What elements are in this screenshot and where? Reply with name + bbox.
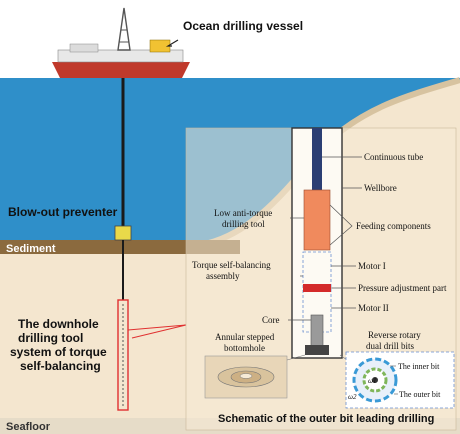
outer-bit-label: The outer bit [399,390,441,399]
bop-label: Blow-out preventer [8,205,118,219]
reverse-label-2: dual drill bits [366,341,414,351]
annular-label-2: bottomhole [224,343,265,353]
low-torque-label-2: drilling tool [222,219,265,229]
inner-bit-label: The inner bit [398,362,440,371]
motor2-label: Motor II [358,303,389,313]
continuous-tube-label: Continuous tube [364,152,423,162]
torque-assembly-label-2: assembly [206,271,240,281]
core-label: Core [262,315,280,325]
torque-assembly-label-1: Torque self-balancing [192,260,271,270]
omega2-label: ω2 [348,393,357,401]
wellbore-label: Wellbore [364,183,397,193]
omega1-label: ω1 [368,377,376,385]
motor1-label: Motor I [358,261,386,271]
low-torque-label-1: Low anti-torque [214,208,272,218]
downhole-label-1: The downhole [18,317,99,331]
pressure-adjustment-part [303,284,331,292]
feeding-label: Feeding components [356,221,431,231]
blow-out-preventer [115,226,131,240]
feeding-components [304,190,330,250]
drill-bits [305,345,329,355]
pressure-label: Pressure adjustment part [358,283,447,293]
downhole-label-3: system of torque [10,345,107,359]
continuous-tube [312,128,322,190]
annular-label-1: Annular stepped [215,332,275,342]
dual-bits-inset [346,352,454,408]
downhole-label-2: drilling tool [18,331,83,345]
vessel-label: Ocean drilling vessel [183,19,303,33]
reverse-label-1: Reverse rotary [368,330,421,340]
annular-bottomhole-inset [205,356,287,398]
sediment-label: Sediment [6,243,56,255]
downhole-label-4: self-balancing [20,359,101,373]
schematic-title: Schematic of the outer bit leading drill… [218,413,434,425]
seafloor-label: Seafloor [6,421,51,433]
